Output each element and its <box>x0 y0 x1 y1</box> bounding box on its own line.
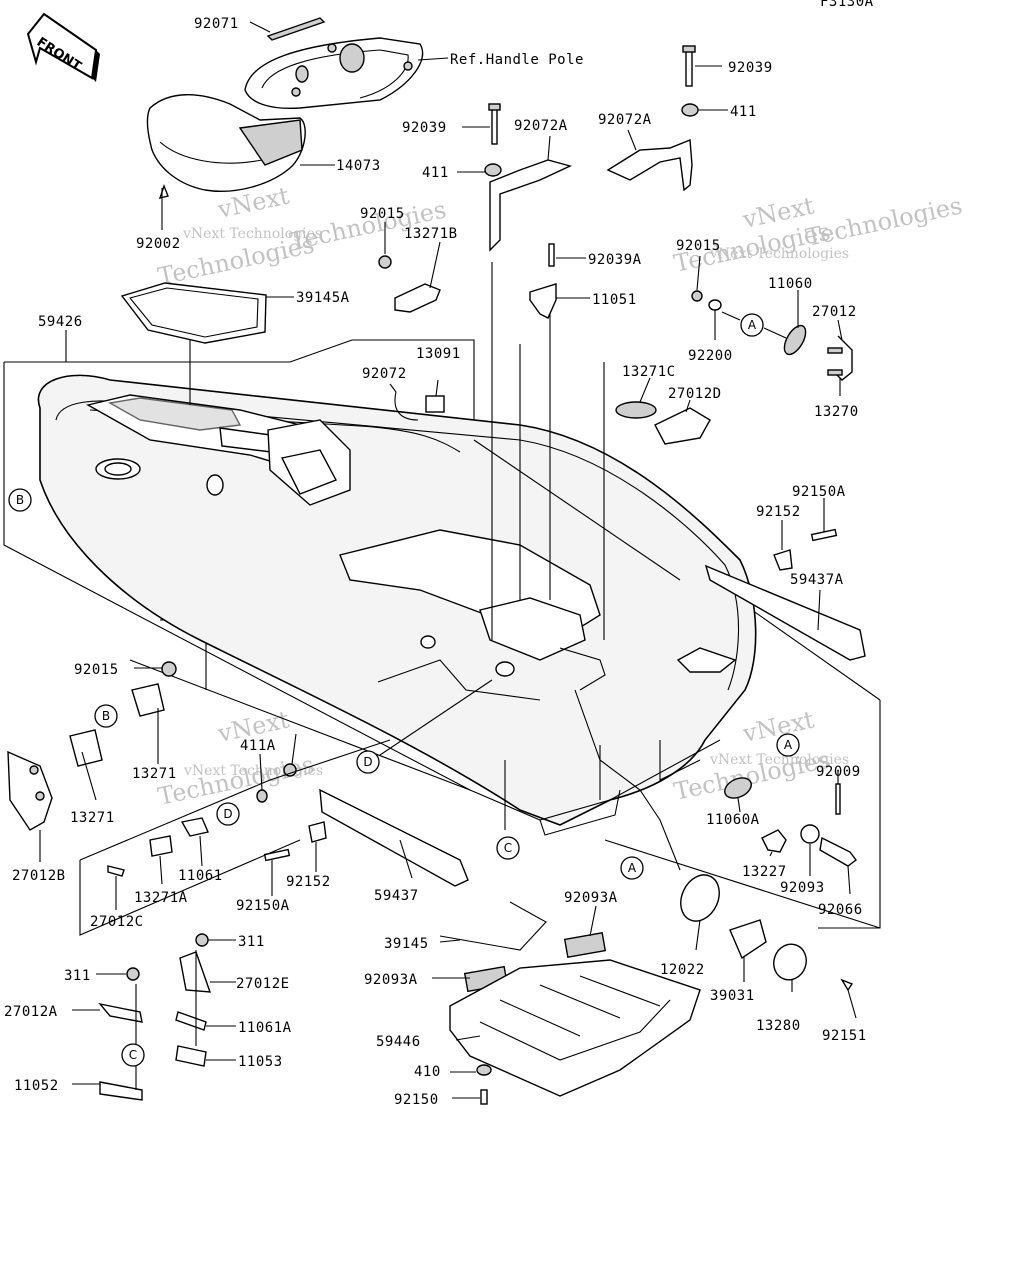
label-92015-b: 92015 <box>676 238 721 254</box>
label-92152-b: 92152 <box>286 874 331 890</box>
label-311-b: 311 <box>64 968 91 984</box>
svg-text:D: D <box>363 755 372 769</box>
callout-b-2: B <box>94 704 118 728</box>
label-92072a: 92072A <box>514 118 568 134</box>
hardware-right <box>604 777 881 992</box>
label-311: 311 <box>238 934 265 950</box>
callout-b-1: B <box>8 488 32 512</box>
label-92015-c: 92015 <box>74 662 119 678</box>
label-13271c: 13271C <box>622 364 676 380</box>
label-13091: 13091 <box>416 346 461 362</box>
label-11052: 11052 <box>14 1078 59 1094</box>
svg-text:A: A <box>748 318 757 332</box>
label-92009: 92009 <box>816 764 861 780</box>
callout-c-1: C <box>496 836 520 860</box>
label-27012c: 27012C <box>90 914 144 930</box>
label-59437a: 59437A <box>790 572 844 588</box>
label-11051: 11051 <box>592 292 637 308</box>
label-411-b: 411 <box>422 165 449 181</box>
label-13271-b: 13271 <box>70 810 115 826</box>
svg-text:A: A <box>628 861 637 875</box>
hardware-left <box>7 661 469 936</box>
hardware-upper <box>378 45 866 661</box>
label-92150a-b: 92150A <box>236 898 290 914</box>
label-92066: 92066 <box>818 902 863 918</box>
label-92200: 92200 <box>688 348 733 364</box>
hardware-lower <box>98 901 701 1105</box>
label-13271a: 13271A <box>134 890 188 906</box>
callout-c-2: C <box>121 1043 145 1067</box>
watermark-text-2: vNext Technologies <box>709 246 849 262</box>
svg-text:D: D <box>223 807 232 821</box>
label-13270: 13270 <box>814 404 859 420</box>
callout-a-3: A <box>620 856 644 880</box>
front-arrow-icon: FRONT <box>26 12 100 82</box>
label-92150a: 92150A <box>792 484 846 500</box>
label-12022: 12022 <box>660 962 705 978</box>
reference-note: Ref.Handle Pole <box>450 52 584 68</box>
label-13227: 13227 <box>742 864 787 880</box>
label-27012d: 27012D <box>668 386 722 402</box>
label-92151: 92151 <box>822 1028 867 1044</box>
watermark-word-4: Technologies <box>803 191 964 251</box>
label-13280: 13280 <box>756 1018 801 1034</box>
callout-d-2: D <box>216 802 240 826</box>
callouts: A A A A B B C C D D <box>0 0 800 1067</box>
label-13271b: 13271B <box>404 226 458 242</box>
label-92152: 92152 <box>756 504 801 520</box>
label-92002: 92002 <box>136 236 181 252</box>
label-59446: 59446 <box>376 1034 421 1050</box>
label-92072a-b: 92072A <box>598 112 652 128</box>
label-14073: 14073 <box>336 158 381 174</box>
label-92093a-b: 92093A <box>364 972 418 988</box>
watermark-text: vNext Technologies <box>182 226 322 242</box>
label-11060a: 11060A <box>706 812 760 828</box>
svg-text:C: C <box>129 1048 137 1062</box>
label-11060: 11060 <box>768 276 813 292</box>
label-59426: 59426 <box>38 314 83 330</box>
label-411a: 411A <box>240 738 276 754</box>
label-92015: 92015 <box>360 206 405 222</box>
svg-text:B: B <box>102 709 110 723</box>
label-27012b: 27012B <box>12 868 66 884</box>
label-39145a: 39145A <box>296 290 350 306</box>
label-11061: 11061 <box>178 868 223 884</box>
label-92093a: 92093A <box>564 890 618 906</box>
label-11053: 11053 <box>238 1054 283 1070</box>
callout-a-2: A <box>776 733 800 757</box>
page-code: F3130A <box>820 0 874 10</box>
label-92072: 92072 <box>362 366 407 382</box>
label-13271: 13271 <box>132 766 177 782</box>
label-92150: 92150 <box>394 1092 439 1108</box>
svg-text:A: A <box>784 738 793 752</box>
label-27012: 27012 <box>812 304 857 320</box>
leader-lines <box>39 21 857 1099</box>
label-92093: 92093 <box>780 880 825 896</box>
label-39145: 39145 <box>384 936 429 952</box>
seat-assembly <box>120 17 424 344</box>
callout-a-4: A <box>0 0 5 3</box>
hull-drawing <box>3 262 881 929</box>
label-27012e: 27012E <box>236 976 290 992</box>
label-39031: 39031 <box>710 988 755 1004</box>
label-11061a: 11061A <box>238 1020 292 1036</box>
label-92039: 92039 <box>728 60 773 76</box>
svg-text:B: B <box>16 493 24 507</box>
callout-d-1: D <box>356 750 380 774</box>
label-59437: 59437 <box>374 888 419 904</box>
label-92071: 92071 <box>194 16 239 32</box>
label-92039a: 92039A <box>588 252 642 268</box>
label-411: 411 <box>730 104 757 120</box>
svg-text:C: C <box>504 841 512 855</box>
label-27012a: 27012A <box>4 1004 58 1020</box>
watermark-text-4: vNext Technologies <box>709 752 849 768</box>
callout-a-1: A <box>740 313 764 337</box>
label-92039-b: 92039 <box>402 120 447 136</box>
part-labels: 92071 92039 92039 411 92072A 92072A 411 … <box>4 16 867 1108</box>
label-410: 410 <box>414 1064 441 1080</box>
